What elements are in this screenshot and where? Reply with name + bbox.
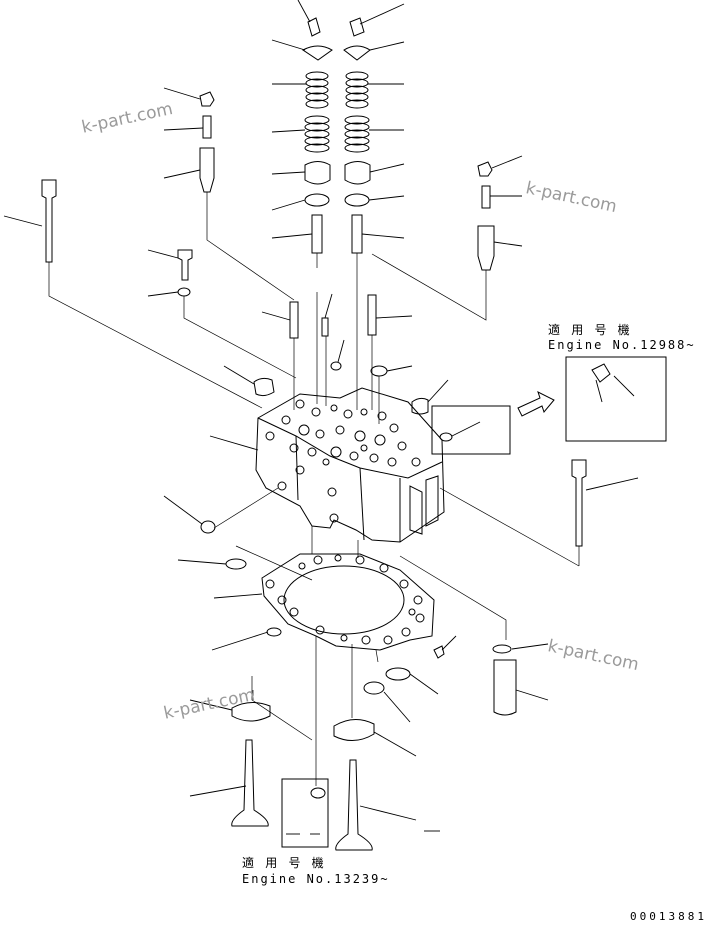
stud-left: [202, 115, 212, 139]
gasket-ring-4: [363, 681, 385, 695]
washer-small: [177, 287, 191, 297]
valve-left: [231, 739, 269, 827]
stud-right: [481, 185, 491, 209]
valve-train-left: [302, 17, 333, 254]
inset-box-top: [565, 356, 667, 442]
expansion-plug-upper-right: [411, 397, 429, 415]
drawing-number: 00013881: [630, 910, 705, 923]
gasket-ring-3: [385, 667, 411, 681]
spring-seat-right: [344, 161, 371, 185]
gasket-ring-1: [225, 558, 247, 570]
inset-arrow: [517, 391, 555, 417]
head-gasket: [261, 553, 435, 651]
connection-lines: [48, 192, 580, 786]
small-plug-center: [330, 361, 342, 371]
dowel-pin-left: [289, 301, 299, 339]
inset-bottom-engine-label: Engine No.13239~: [242, 872, 390, 886]
inset-box-top-reference: [431, 405, 511, 455]
inset-bottom-applicable-label: 適 用 号 機: [242, 856, 326, 870]
spring-retainer-left: [302, 45, 333, 61]
expansion-plug-left: [253, 377, 275, 397]
o-ring-tube: [492, 644, 512, 654]
valve-right: [335, 759, 373, 851]
valve-guide-right: [351, 214, 363, 254]
head-bolt-right: [571, 459, 587, 547]
nut-left: [199, 91, 215, 107]
cross-tube: [493, 659, 517, 716]
inner-spring-right: [345, 71, 369, 109]
valve-cotter-left: [307, 17, 321, 37]
expansion-plug-right: [370, 365, 388, 377]
seal-ring-left: [231, 702, 271, 722]
inset-box-bottom: [281, 778, 329, 848]
plug-bolt: [177, 249, 193, 281]
nut-right: [477, 161, 493, 177]
outer-spring-left: [304, 115, 330, 153]
spring-retainer-right: [343, 45, 371, 61]
gasket-ring-2: [266, 627, 282, 637]
push-rod-tube: [321, 317, 329, 337]
dowel-pin-right: [367, 294, 377, 336]
adjust-screw-right: [477, 225, 495, 271]
inner-spring-left: [305, 71, 329, 109]
o-ring-left: [200, 520, 216, 534]
cylinder-head: [255, 387, 445, 543]
valve-guide-left: [311, 214, 323, 254]
adjust-screw-left: [199, 147, 215, 193]
valve-train-right: [343, 17, 371, 254]
small-plug-right: [433, 645, 445, 659]
inset-top-part: [591, 363, 611, 383]
inset-top-applicable-label: 適 用 号 機: [548, 323, 632, 337]
inset-top-engine-label: Engine No.12988~: [548, 338, 696, 352]
head-bolt-left: [41, 179, 57, 263]
seal-ring-center: [333, 719, 375, 741]
valve-stem-seal-left: [304, 193, 330, 207]
spring-seat-left: [304, 161, 331, 185]
valve-stem-seal-right: [344, 193, 370, 207]
valve-cotter-right: [349, 17, 365, 37]
inset-bottom-part: [310, 787, 326, 799]
outer-spring-right: [344, 115, 370, 153]
small-fitting: [439, 432, 453, 442]
leader-lines: [3, 0, 639, 835]
